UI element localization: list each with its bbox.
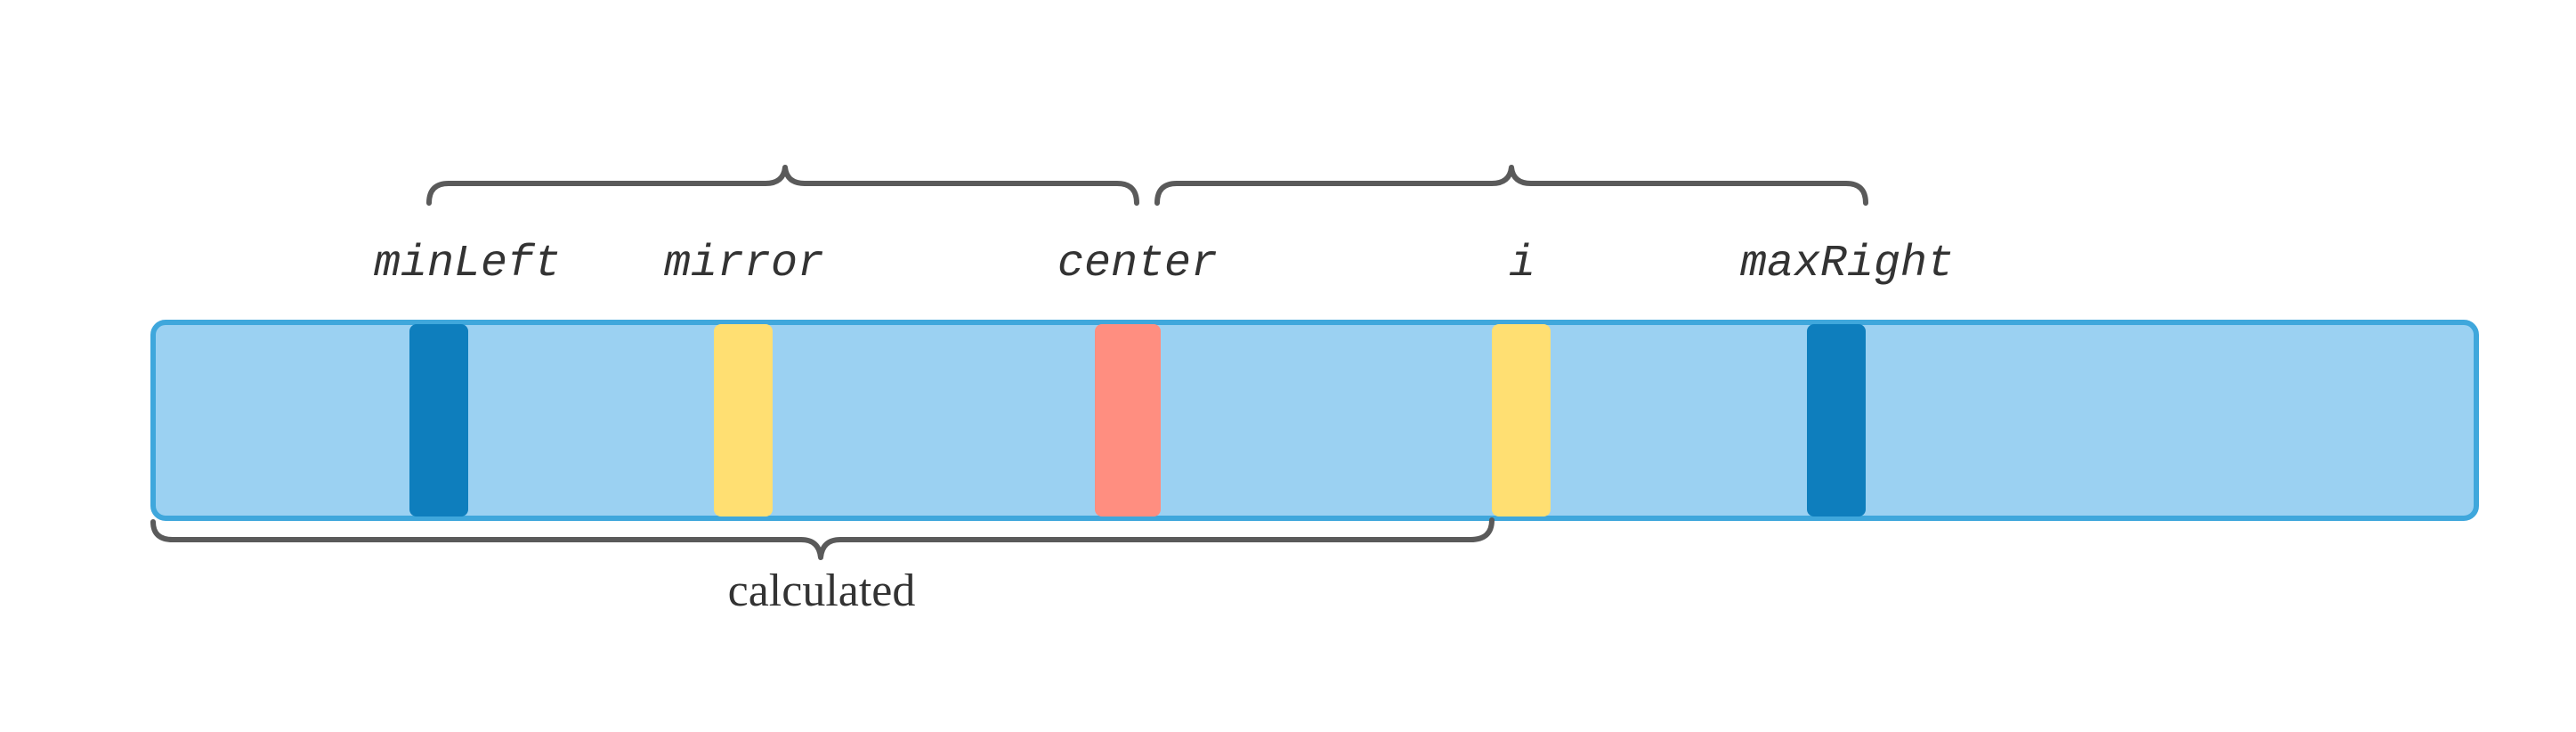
calculated-label: calculated bbox=[728, 565, 916, 616]
i-label: i bbox=[1509, 239, 1535, 289]
min-left-marker bbox=[409, 324, 468, 516]
center-marker bbox=[1095, 324, 1161, 516]
right-span-brace bbox=[1154, 165, 1868, 206]
mirror-marker bbox=[714, 324, 773, 516]
max-right-label: maxRight bbox=[1740, 239, 1954, 289]
i-marker bbox=[1492, 324, 1551, 516]
left-span-brace bbox=[426, 165, 1139, 206]
calculated-brace bbox=[150, 517, 1495, 560]
center-label: center bbox=[1057, 239, 1218, 289]
max-right-marker bbox=[1807, 324, 1866, 516]
min-left-label: minLeft bbox=[374, 239, 561, 289]
mirror-label: mirror bbox=[664, 239, 824, 289]
array-bar bbox=[150, 320, 2479, 521]
